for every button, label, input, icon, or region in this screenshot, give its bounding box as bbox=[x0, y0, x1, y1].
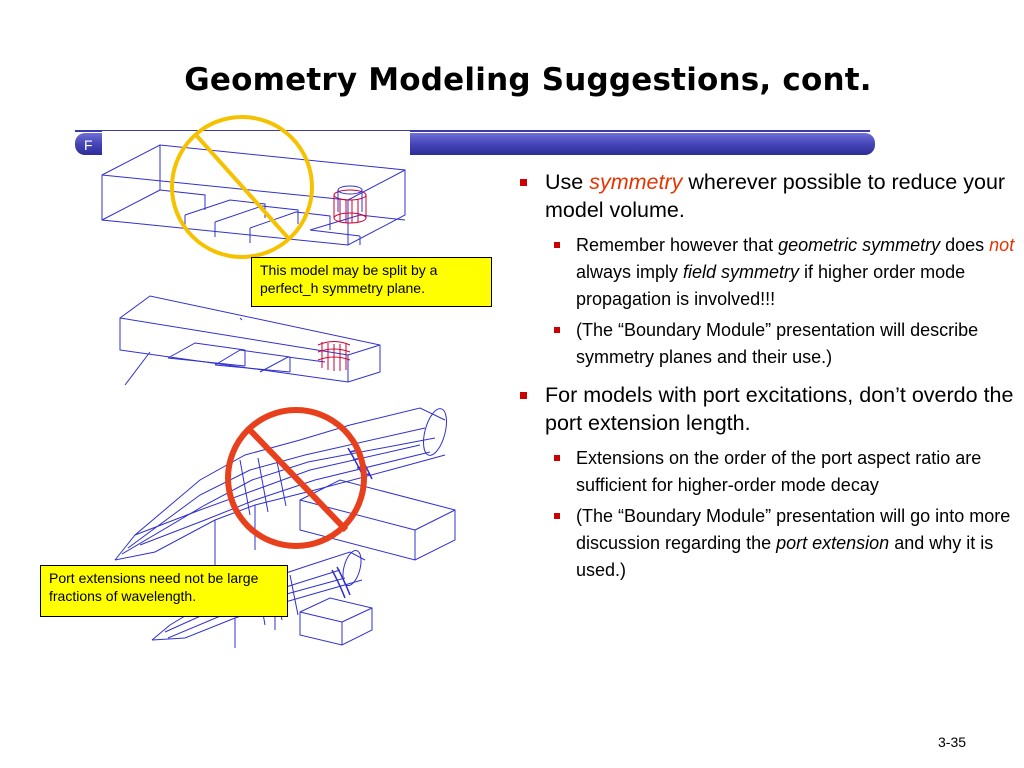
page-number: 3-35 bbox=[938, 734, 967, 750]
bullet-marker bbox=[554, 455, 560, 461]
cylinder-probe-half bbox=[317, 341, 351, 371]
prohibition-sign-red-icon bbox=[225, 407, 367, 549]
bullet-marker bbox=[520, 392, 527, 399]
bullet-port-extension: For models with port excitations, don’t … bbox=[520, 381, 1020, 437]
sub-bullet-boundary-module-1: (The “Boundary Module” presentation will… bbox=[520, 317, 1020, 371]
bullet-marker bbox=[520, 179, 527, 186]
slide-title: Geometry Modeling Suggestions, cont. bbox=[184, 62, 872, 98]
bullet-marker bbox=[554, 327, 560, 333]
sub-bullet-aspect-ratio: Extensions on the order of the port aspe… bbox=[520, 445, 1020, 499]
bullet-marker bbox=[554, 513, 560, 519]
cylinder-probe-top-blue bbox=[337, 185, 363, 212]
coax-probe-bottom-2 bbox=[331, 566, 351, 599]
waveguide-model-full bbox=[101, 144, 406, 246]
waveguide-model-half bbox=[119, 295, 381, 386]
bullet-symmetry: Use symmetry wherever possible to reduce… bbox=[520, 168, 1020, 224]
cylinder-probe-top bbox=[333, 189, 367, 224]
emphasis-not: not bbox=[989, 235, 1015, 255]
callout-symmetry-note: This model may be split by a perfect_h s… bbox=[251, 257, 492, 307]
bullet-marker bbox=[554, 242, 560, 248]
sub-bullet-field-symmetry: Remember however that geometric symmetry… bbox=[520, 232, 1020, 313]
waveguide-port-extension-long bbox=[114, 407, 456, 570]
bullet-list: Use symmetry wherever possible to reduce… bbox=[520, 168, 1020, 588]
title-bar-text: F bbox=[84, 137, 93, 153]
callout-port-extension-note: Port extensions need not be large fracti… bbox=[40, 565, 288, 617]
emphasis-symmetry: symmetry bbox=[589, 170, 683, 194]
prohibition-sign-yellow-icon bbox=[170, 115, 314, 259]
sub-bullet-boundary-module-2: (The “Boundary Module” presentation will… bbox=[520, 503, 1020, 584]
